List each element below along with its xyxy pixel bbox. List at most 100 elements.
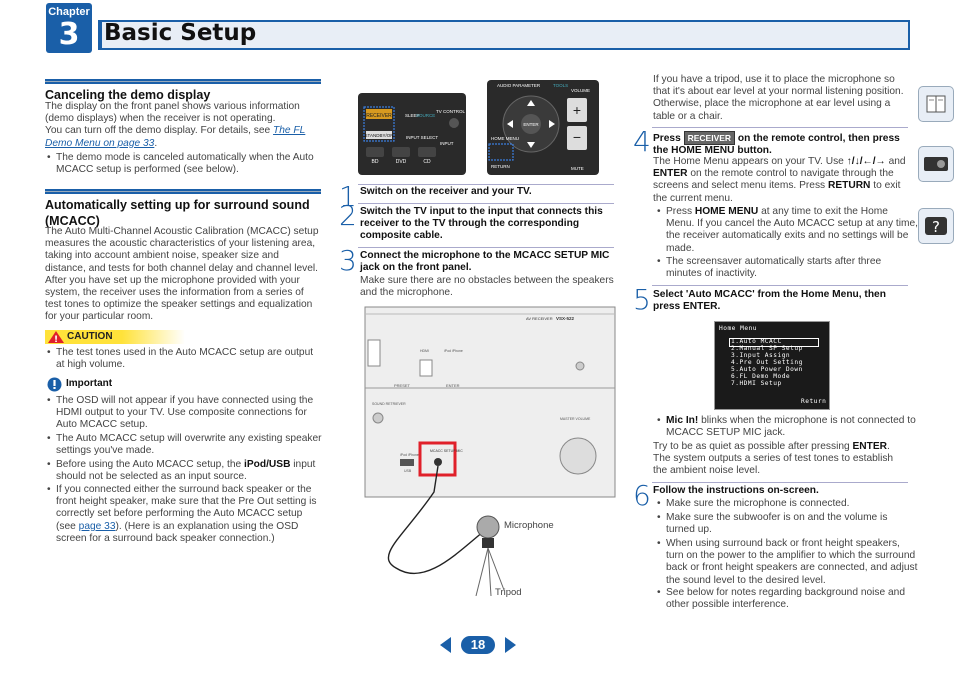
receiver-ipod-label-2: iPod iPhone	[400, 453, 419, 457]
page-33-link[interactable]: page 33	[78, 520, 116, 532]
remote-bottom-illustration: AUDIO PARAMETER TOOLS VOLUME ENTER + − M…	[487, 80, 599, 175]
mcacc-heading: Automatically setting up for surround so…	[45, 189, 321, 229]
help-icon[interactable]: ?	[918, 208, 954, 244]
receiver-hdmi-label: HDMI	[420, 349, 429, 353]
step-2-divider	[358, 203, 614, 204]
osd-item-3[interactable]: 3.Input Assign	[731, 352, 791, 359]
home-menu-osd: Home Menu 1.Auto MCACC 2.Manual SP Setup…	[714, 321, 830, 410]
table-of-contents-icon[interactable]	[918, 86, 954, 122]
demo-menu-link[interactable]: The FL Demo Menu on page 33	[45, 125, 306, 149]
step-3-text: Connect the microphone to the MCACC SETU…	[360, 250, 610, 274]
osd-item-2[interactable]: 2.Manual SP Setup	[731, 345, 803, 352]
svg-text:+: +	[573, 102, 581, 118]
quiet-paragraph: Try to be as quiet as possible after pre…	[653, 441, 894, 477]
remote-top-illustration: RECEIVER SLEEP SOURCE TV CONTROL STANDBY…	[358, 93, 466, 175]
receiver-enter-label: ENTER	[446, 383, 460, 388]
important-icon	[47, 377, 62, 392]
step-6-bullet-1: Make sure the microphone is connected.	[655, 498, 918, 510]
remote-tv-control-label: TV CONTROL	[436, 109, 465, 114]
osd-item-6[interactable]: 6.FL Demo Mode	[731, 373, 791, 380]
receiver-preset-label: PRESET	[394, 383, 411, 388]
next-page-arrow-icon[interactable]	[505, 637, 516, 653]
step-4-number: 4	[633, 125, 651, 158]
important-bullet-2: The Auto MCACC setup will overwrite any …	[45, 433, 324, 457]
receiver-sound-retriever-label: SOUND RETRIEVER	[372, 402, 406, 406]
step-5-text: Select 'Auto MCACC' from the Home Menu, …	[653, 289, 886, 313]
svg-text:!: !	[54, 335, 58, 344]
demo-bullet: The demo mode is canceled automatically …	[45, 152, 320, 176]
caution-banner: ! CAUTION	[45, 330, 185, 344]
receiver-button-tag: RECEIVER	[683, 131, 736, 146]
step-6-text: Follow the instructions on-screen.	[653, 485, 819, 496]
mcacc-paragraph: The Auto Multi-Channel Acoustic Calibrat…	[45, 226, 319, 323]
remote-bd-label: BD	[372, 159, 379, 165]
demo-paragraph: The display on the front panel shows var…	[45, 101, 306, 149]
remote-home-menu-label: HOME MENU	[491, 136, 519, 141]
step-1-divider	[358, 184, 614, 185]
caution-label: CAUTION	[67, 331, 113, 342]
svg-text:?: ?	[932, 218, 940, 236]
chapter-label: Chapter	[48, 6, 90, 18]
osd-item-5[interactable]: 5.Auto Power Down	[731, 366, 803, 373]
step-5-number: 5	[633, 283, 651, 316]
step-4-bullet-1: Press HOME MENU at any time to exit the …	[655, 206, 918, 255]
osd-item-4[interactable]: 4.Pre Out Setting	[731, 359, 803, 366]
chapter-number: 3	[58, 17, 80, 52]
caution-bullet: The test tones used in the Auto MCACC se…	[45, 347, 320, 371]
receiver-illustration: AV RECEIVER VSX-522 HDMI iPod iPhone PRE…	[364, 306, 616, 596]
osd-selection	[729, 338, 819, 347]
remote-input-label: INPUT	[440, 141, 454, 146]
tripod-paragraph: If you have a tripod, use it to place th…	[653, 74, 904, 122]
remote-dvd-label: DVD	[396, 159, 407, 165]
chapter-badge: Chapter 3	[46, 3, 92, 53]
step-1-number: 1	[339, 180, 357, 213]
remote-cd-label: CD	[423, 159, 431, 165]
svg-text:−: −	[573, 129, 581, 145]
step-5-divider	[652, 285, 908, 286]
important-bullet-3: Before using the Auto MCACC setup, the i…	[45, 459, 324, 483]
page-number: 18	[461, 636, 495, 654]
remote-enter-label: ENTER	[523, 122, 539, 127]
receiver-master-volume-label: MASTER VOLUME	[560, 417, 591, 421]
receiver-usb-label: USB	[404, 469, 412, 473]
important-bullet-4: If you connected either the surround bac…	[45, 484, 324, 545]
step-3-body: Make sure there are no obstacles between…	[360, 275, 614, 299]
step-2-number: 2	[339, 199, 357, 232]
mic-jack-highlight	[418, 441, 457, 477]
important-bullet-1: The OSD will not appear if you have conn…	[45, 395, 324, 432]
warning-icon: !	[48, 331, 64, 344]
step-6-bullet-3: When using surround back or front height…	[655, 538, 918, 587]
demo-heading: Canceling the demo display	[45, 79, 321, 103]
receiver-controls-icon[interactable]	[918, 146, 954, 182]
step-3-number: 3	[339, 244, 357, 277]
page-title: Basic Setup	[104, 20, 257, 46]
remote-volume-label: VOLUME	[571, 88, 590, 93]
receiver-ipod-label: iPod iPhone	[444, 349, 463, 353]
remote-tools-label: TOOLS	[553, 83, 568, 88]
mic-in-bullet: Mic In! blinks when the microphone is no…	[655, 415, 920, 439]
step-6-divider	[652, 482, 908, 483]
microphone-label: Microphone	[504, 520, 554, 531]
receiver-model-prefix: AV RECEIVER	[526, 316, 553, 321]
previous-page-arrow-icon[interactable]	[440, 637, 451, 653]
title-bar	[98, 20, 910, 50]
tripod-label: Tripod	[495, 587, 522, 598]
receiver-model: VSX-522	[556, 316, 575, 321]
step-2-text: Switch the TV input to the input that co…	[360, 206, 603, 242]
step-1-text: Switch on the receiver and your TV.	[360, 186, 532, 197]
osd-item-1[interactable]: 1.Auto MCACC	[731, 338, 782, 345]
important-label: Important	[66, 378, 113, 389]
remote-mute-label: MUTE	[571, 166, 584, 171]
osd-item-7[interactable]: 7.HDMI Setup	[731, 380, 782, 387]
receiver-mic-jack-label: MCACC SETUP MIC	[430, 449, 463, 453]
osd-title: Home Menu	[719, 325, 758, 332]
step-4-divider	[652, 127, 908, 128]
step-4-body: The Home Menu appears on your TV. Use ↑/…	[653, 156, 906, 204]
remote-standby-label: STANDBY/ON	[365, 133, 394, 138]
remote-sleep-label: SLEEP	[405, 113, 420, 118]
remote-return-label: RETURN	[491, 164, 510, 169]
remote-source-label: SOURCE	[416, 113, 435, 118]
osd-return[interactable]: Return	[801, 398, 827, 405]
step-6-bullet-2: Make sure the subwoofer is on and the vo…	[655, 512, 918, 536]
step-4-text: Press RECEIVER on the remote control, th…	[653, 131, 900, 157]
